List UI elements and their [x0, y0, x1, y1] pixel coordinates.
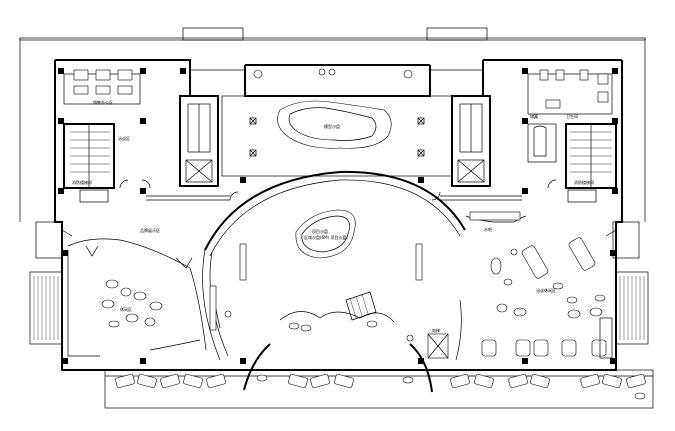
side-entry-left: [35, 221, 640, 259]
stair-left-exterior: [29, 271, 63, 345]
fire-stair-left-label: 消防楼梯间: [72, 179, 92, 185]
columns: [58, 68, 618, 364]
top-sandbox-zone: 模型沙盘: [221, 68, 453, 177]
terrace-furniture: [115, 373, 646, 400]
right-stair-core: 消防楼梯间: [565, 123, 617, 203]
storage-label: 储藏: [530, 113, 538, 119]
central-rotunda: 项目沙盘 区域沙盘(6M) 项目沙盘: [202, 170, 466, 393]
top-sandbox-label: 模型沙盘: [324, 123, 340, 129]
left-elevator-block: [146, 95, 230, 201]
center-sandbox-label-1: 项目沙盘: [312, 228, 328, 234]
office-area: 销售办公区: [63, 69, 141, 105]
negotiation-right-label: 洽谈休闲区: [536, 287, 556, 293]
restroom-label: 卫生间: [566, 113, 578, 119]
office-label: 销售办公区: [93, 99, 113, 105]
elevator-label: 电梯: [432, 327, 440, 333]
left-exhibition: 品牌展示区 休闲区: [67, 227, 207, 357]
fire-stair-right-label: 消防楼梯间: [574, 179, 594, 185]
doors: [61, 179, 617, 237]
roof-outline: [19, 27, 646, 222]
center-sandbox-label-2: 区域沙盘(6M) 项目沙盘: [304, 234, 346, 240]
front-terrace: [104, 369, 654, 409]
restroom-area: 卫生间 储藏: [527, 69, 613, 163]
bar-label: 水吧: [484, 226, 492, 232]
right-lounge: 水吧 洽谈休闲区 电梯: [427, 211, 613, 361]
stair-right-exterior: [615, 271, 649, 345]
lounge-left-label: 休闲区: [120, 306, 132, 312]
exhibition-left-label: 品牌展示区: [140, 227, 160, 233]
left-stair-core: 消防楼梯间 洽谈区: [63, 123, 130, 203]
right-elevator-block: [440, 95, 522, 201]
meeting-left-label: 洽谈区: [118, 135, 130, 141]
